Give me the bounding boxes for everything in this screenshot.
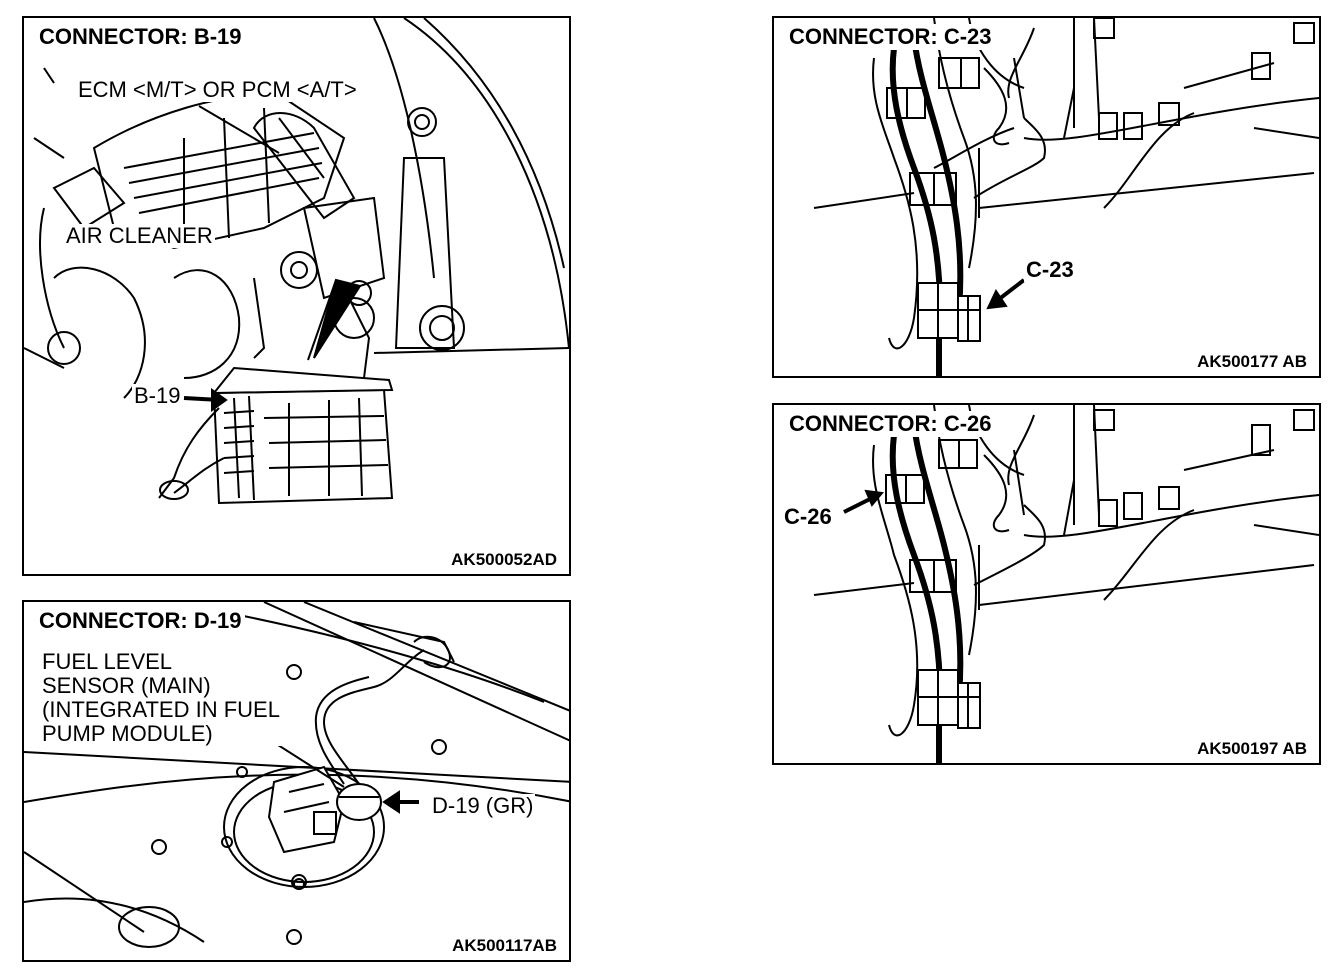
panel-connector-d19: CONNECTOR: D-19 FUEL LEVEL SENSOR (MAIN)… (22, 600, 571, 962)
panel-connector-c23: CONNECTOR: C-23 C-23 AK500177 AB (772, 16, 1321, 378)
ecm-pcm-label: ECM <M/T> OR PCM <A/T> (76, 77, 359, 102)
wiring-harness-illustration (813, 405, 1319, 763)
connector-c26-callout: C-26 (782, 504, 834, 529)
connector-d19-callout: D-19 (GR) (430, 793, 536, 818)
fuel-tank-illustration (24, 602, 569, 948)
panel-title: CONNECTOR: C-26 (786, 411, 995, 437)
engine-bay-illustration (24, 18, 569, 505)
panel-connector-b19: CONNECTOR: B-19 ECM <M/T> OR PCM <A/T> A… (22, 16, 571, 576)
sensor-label-line: PUMP MODULE) (42, 721, 213, 746)
connector-b19-callout: B-19 (132, 383, 183, 408)
wiring-harness-illustration (813, 18, 1319, 376)
panel-title: CONNECTOR: D-19 (36, 608, 245, 634)
drawing-code: AK500117AB (450, 936, 559, 956)
panel-title: CONNECTOR: B-19 (36, 24, 245, 50)
panel-title: CONNECTOR: C-23 (786, 24, 995, 50)
drawing-code: AK500197 AB (1195, 739, 1309, 759)
sensor-label-line: (INTEGRATED IN FUEL (42, 697, 280, 722)
sensor-label-line: SENSOR (MAIN) (42, 673, 211, 698)
panel-connector-c26: CONNECTOR: C-26 C-26 AK500197 AB (772, 403, 1321, 765)
drawing-code: AK500052AD (449, 550, 559, 570)
drawing-code: AK500177 AB (1195, 352, 1309, 372)
connector-c23-callout: C-23 (1024, 257, 1076, 282)
fuel-level-sensor-label: FUEL LEVEL SENSOR (MAIN) (INTEGRATED IN … (40, 650, 282, 746)
sensor-label-line: FUEL LEVEL (42, 649, 173, 674)
air-cleaner-label: AIR CLEANER (64, 223, 215, 248)
